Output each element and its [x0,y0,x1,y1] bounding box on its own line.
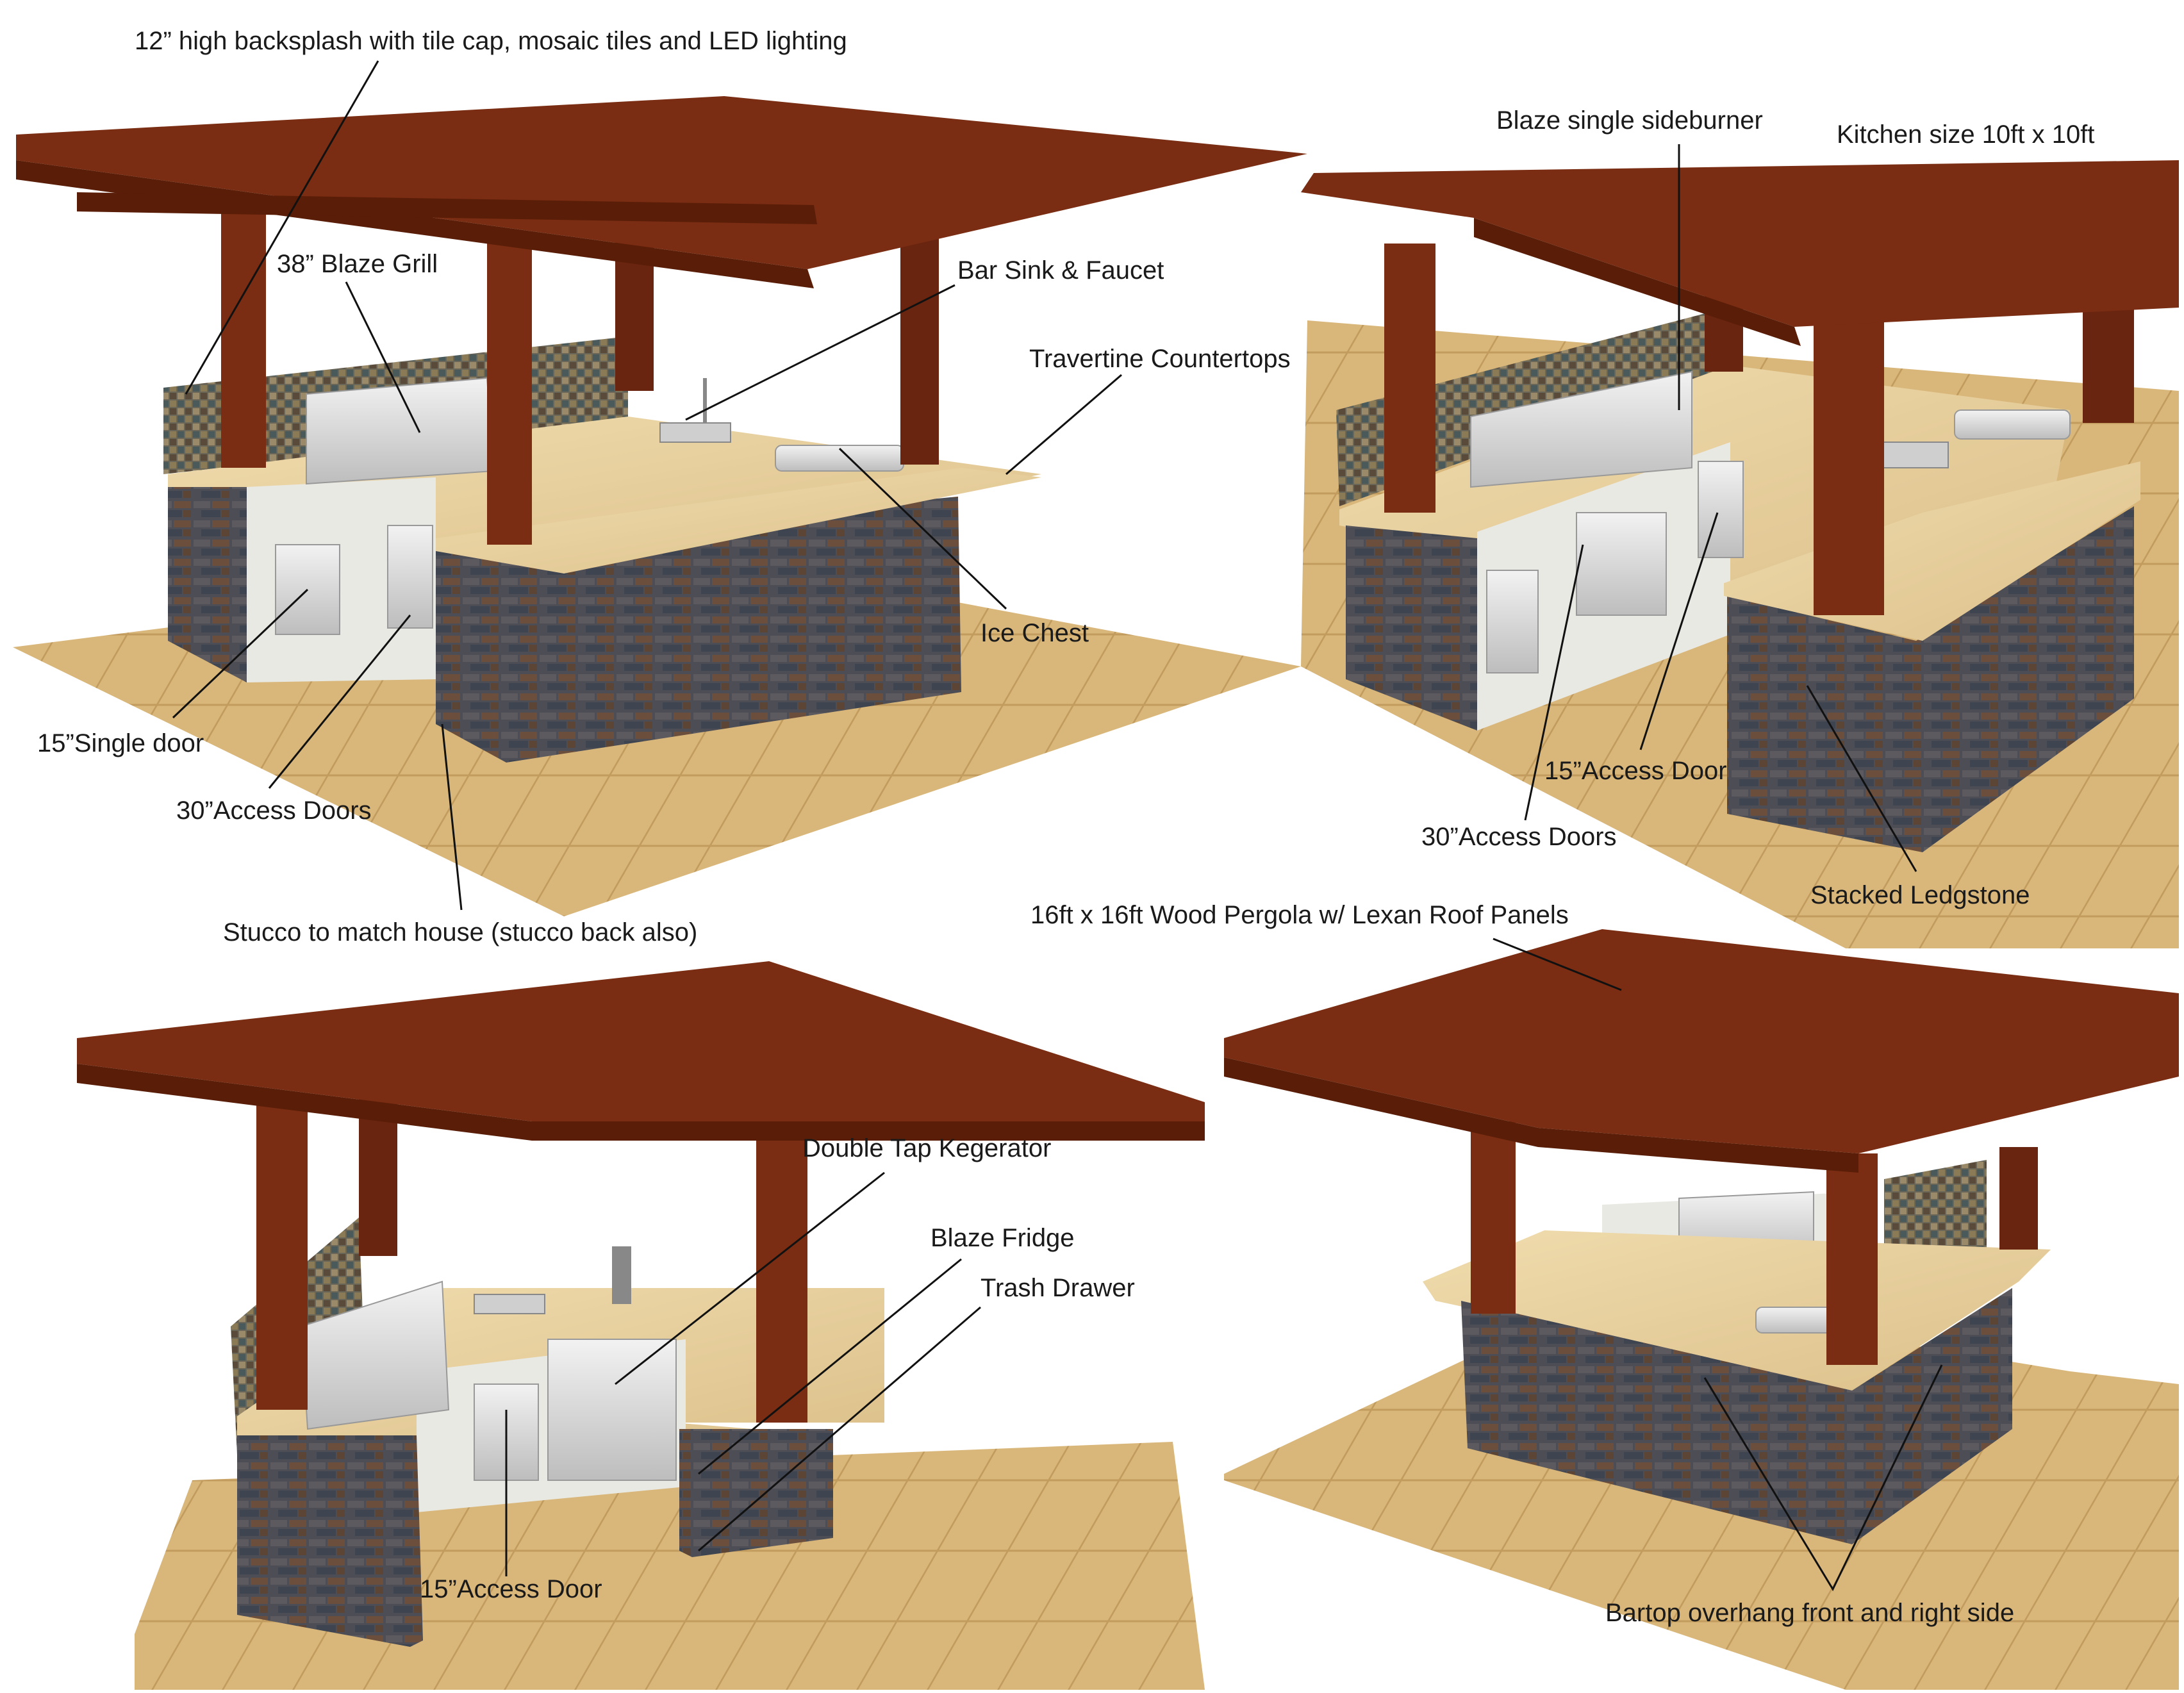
label-grill: 38” Blaze Grill [277,250,438,278]
leader-kegerator [615,1171,885,1385]
stone-side [1346,525,1477,731]
bar-countertop [436,468,1041,574]
view-front [1224,929,2179,1690]
leader-lines [172,60,1943,1592]
leader-ice-chest [838,447,1007,610]
tap [612,1246,631,1304]
grill [1470,370,1692,488]
leader-30-access-a [268,615,411,789]
backsplash-mosaic [1884,1160,1987,1256]
stone-bar [1727,506,2134,852]
leader-backsplash [185,60,379,395]
leader-trash-drawer [698,1306,981,1552]
stone-front [1461,1301,1852,1544]
access-door-15 [1486,570,1539,673]
leader-countertops [1005,374,1122,475]
pergola [1301,160,2179,615]
leader-30-access-b [1524,544,1584,821]
stone-side [168,487,247,682]
leader-15-access-a [1639,512,1719,750]
label-pergola: 16ft x 16ft Wood Pergola w/ Lexan Roof P… [1030,901,1569,929]
label-sideburner: Blaze single sideburner [1496,106,1763,135]
access-doors-30 [387,525,433,629]
ice-chest [1954,409,2071,440]
sink [474,1294,545,1314]
label-stucco: Stucco to match house (stucco back also) [223,918,698,946]
label-access-doors-30-b: 30”Access Doors [1421,823,1617,851]
view-front-right [1301,160,2179,948]
sink [659,422,731,443]
grill-door [1576,512,1667,616]
leader-fridge [698,1258,962,1475]
stone-right [679,1429,833,1557]
kegerator [547,1339,677,1481]
leader-grill [345,281,421,433]
pergola [1224,929,2179,1365]
label-ledgestone: Stacked Ledgstone [1810,881,2030,909]
label-bar-sink: Bar Sink & Faucet [957,256,1164,285]
label-kitchen-size: Kitchen size 10ft x 10ft [1837,120,2095,149]
leader-single-door [172,588,309,719]
pergola [77,961,1205,1423]
label-single-door: 15”Single door [37,729,204,757]
leader-stucco [441,723,463,911]
view-front-left [13,96,1307,916]
label-access-doors-30-a: 30”Access Doors [176,797,372,825]
access-doors-30 [1698,461,1744,558]
label-kegerator: Double Tap Kegerator [802,1134,1052,1162]
pergola [16,96,1307,545]
leader-ledgestone [1806,685,1917,872]
label-access-door-15-b: 15”Access Door [420,1575,602,1603]
label-countertops: Travertine Countertops [1029,345,1291,373]
label-fridge: Blaze Fridge [931,1224,1075,1252]
leader-bartop [1703,1364,1943,1592]
view-left [77,961,1205,1690]
leader-pergola [1493,937,1622,991]
countertop [1423,1230,2051,1391]
label-backsplash: 12” high backsplash with tile cap, mosai… [135,27,847,55]
label-access-door-15-a: 15”Access Door [1544,757,1727,785]
label-trash-drawer: Trash Drawer [980,1274,1135,1302]
label-ice-chest: Ice Chest [980,619,1089,647]
stone-left [237,1435,423,1647]
stone-right [1852,1288,2012,1544]
label-bartop: Bartop overhang front and right side [1605,1599,2015,1627]
leader-bar-sink [685,284,956,421]
